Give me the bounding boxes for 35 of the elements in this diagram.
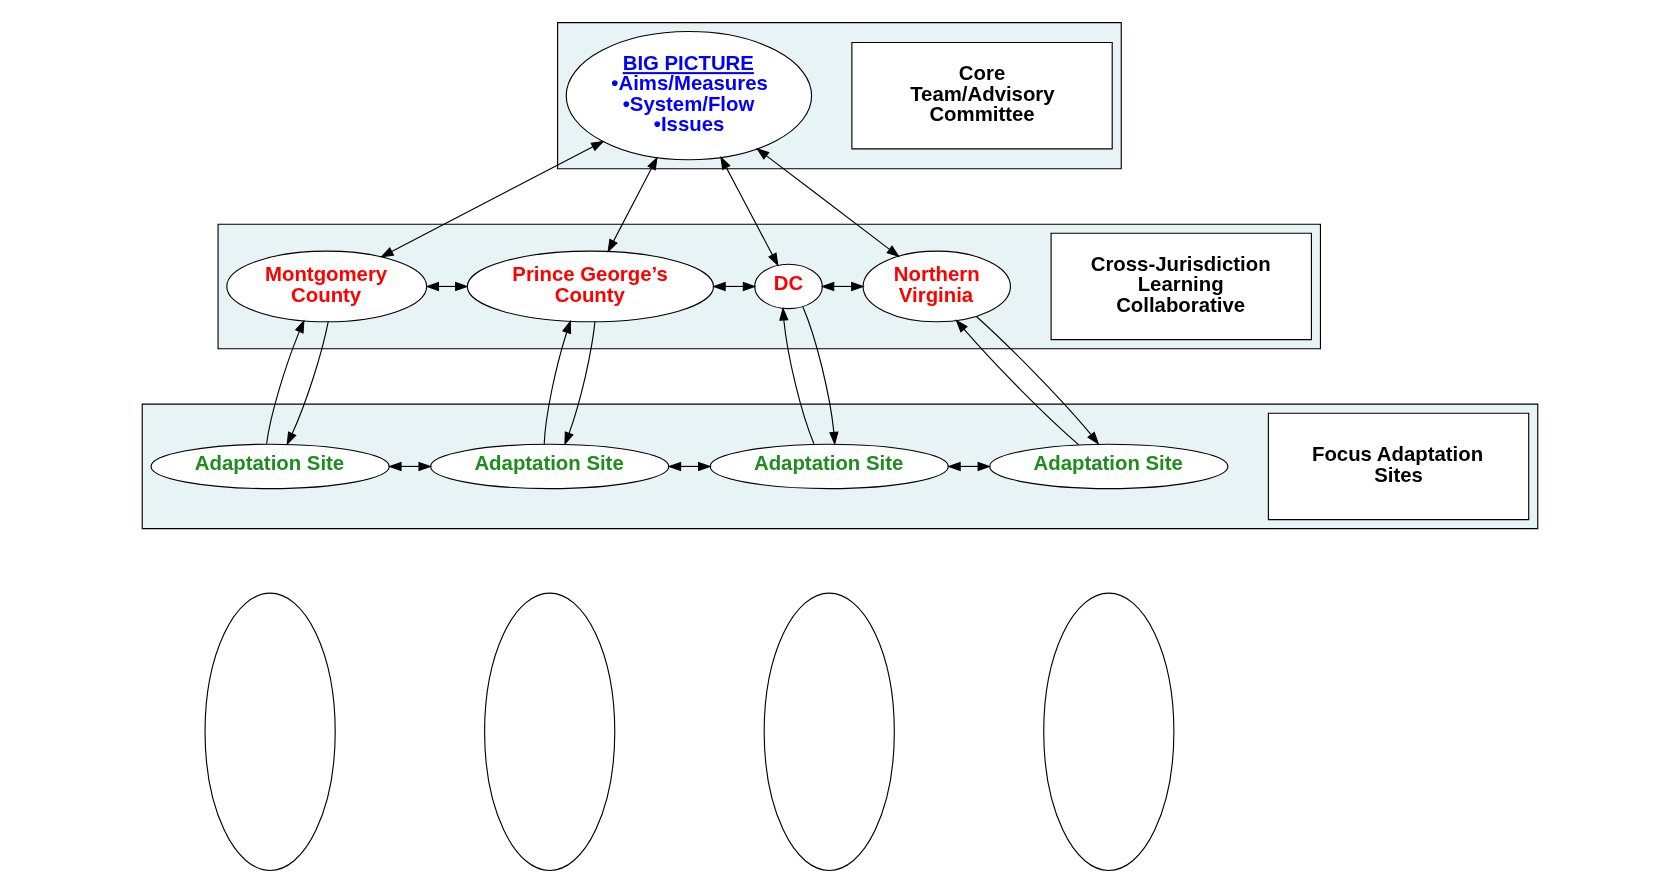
arrow (380, 140, 605, 258)
arrow (564, 320, 596, 446)
arrow (425, 281, 469, 291)
arrow (755, 147, 900, 257)
node-box: Cross-Jurisdiction Learning Collaborative (1050, 232, 1312, 340)
node-ellipse: Northern Virginia (862, 250, 1012, 322)
arrow (712, 281, 757, 291)
arrow (947, 461, 992, 471)
node-ellipse (484, 592, 616, 871)
arrow (802, 305, 839, 445)
arrow (286, 320, 329, 445)
arrow (720, 155, 779, 267)
node-ellipse (204, 592, 336, 871)
arrow (779, 306, 815, 444)
arrow (975, 315, 1100, 445)
node-ellipse: DC (754, 263, 823, 309)
node-ellipse: Prince George’s County (466, 250, 715, 322)
arrow (955, 318, 1080, 445)
node-box: Focus Adaptation Sites (1267, 412, 1530, 520)
node-ellipse: Adaptation Site (150, 443, 390, 489)
cluster (141, 403, 1539, 529)
node-ellipse (763, 592, 895, 871)
arrow (388, 461, 433, 471)
node-ellipse: Adaptation Site (709, 443, 949, 489)
node-ellipse: Montgomery County (226, 250, 428, 322)
node-ellipse: Adaptation Site (989, 443, 1229, 489)
arrow (266, 318, 305, 444)
node-box: Core Team/Advisory Committee (851, 41, 1113, 149)
arrow (667, 461, 712, 471)
arrow (543, 319, 572, 444)
cluster (217, 223, 1322, 349)
arrow (607, 156, 658, 253)
arrow (820, 281, 865, 291)
node-ellipse: Adaptation Site (430, 443, 670, 489)
node-ellipse (1043, 592, 1175, 871)
